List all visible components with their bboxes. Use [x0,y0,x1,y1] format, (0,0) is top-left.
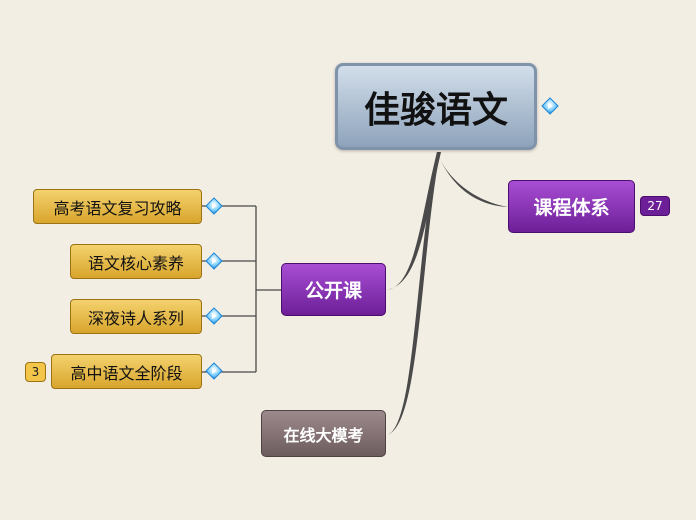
subtopic-night-poet-series[interactable]: 深夜诗人系列 [70,299,202,334]
subtopic-gaokao-review-label: 高考语文复习攻略 [53,198,182,218]
topic-online-exam-label: 在线大模考 [283,425,364,445]
topic-open-class-label: 公开课 [304,280,362,302]
diamond-link-marker-icon[interactable] [205,252,223,270]
diamond-link-marker-icon[interactable] [205,307,223,325]
subtopic-night-poet-series-label: 深夜诗人系列 [87,308,184,328]
diamond-link-marker-icon[interactable] [205,362,223,380]
root-topic-node[interactable]: 佳骏语文 [335,63,537,150]
diamond-link-marker-icon[interactable] [205,197,223,215]
topic-course-system-count-badge[interactable]: 27 [640,196,670,216]
topic-course-system-label: 课程体系 [533,197,610,219]
subtopic-high-school-count-badge[interactable]: 3 [25,362,46,382]
topic-open-class[interactable]: 公开课 [281,263,386,316]
subtopic-core-literacy-label: 语文核心素养 [87,253,184,273]
link-root-to-online-exam [386,152,440,435]
count-badge-label: 3 [31,365,40,379]
topic-online-exam[interactable]: 在线大模考 [261,410,386,457]
diamond-link-marker-icon[interactable] [541,97,559,115]
subtopic-gaokao-review[interactable]: 高考语文复习攻略 [33,189,202,224]
link-root-to-open-class [386,152,441,290]
subtopic-high-school-all-stages[interactable]: 高中语文全阶段 [51,354,202,389]
topic-course-system[interactable]: 课程体系 [508,180,635,233]
link-root-to-course-system [437,152,508,207]
subtopic-high-school-all-stages-label: 高中语文全阶段 [70,363,183,383]
subtopic-core-literacy[interactable]: 语文核心素养 [70,244,202,279]
count-badge-label: 27 [647,199,663,213]
open-class-bracket [202,205,281,373]
root-topic-label: 佳骏语文 [363,88,508,131]
